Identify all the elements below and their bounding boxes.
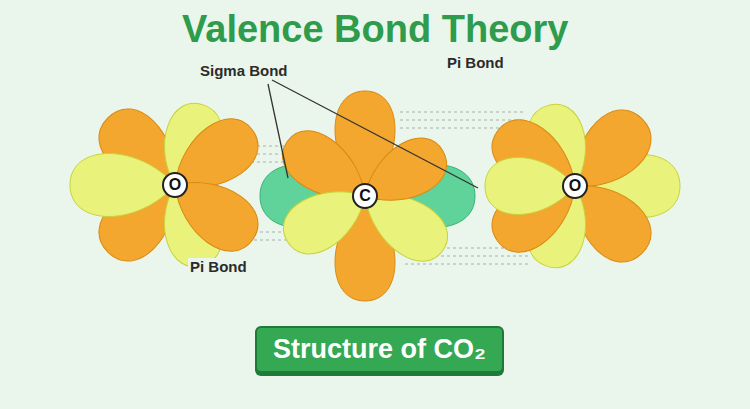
- orbital-lobe: [70, 154, 175, 217]
- title: Valence Bond Theory: [182, 8, 568, 51]
- caption-box: Structure of CO₂: [255, 326, 504, 373]
- atom-circle: O: [562, 173, 588, 199]
- atom-symbol: O: [169, 176, 181, 194]
- bond-label: Pi Bond: [445, 54, 506, 71]
- orbital-lobe: [352, 128, 457, 220]
- bond-label: Sigma Bond: [198, 62, 290, 79]
- leader-lines: [268, 80, 478, 188]
- atom-circle: O: [162, 172, 188, 198]
- caption: Structure of CO₂: [273, 334, 486, 364]
- orbital-lobe: [274, 173, 379, 265]
- bond-label: Pi Bond: [188, 258, 249, 275]
- atom-symbol: O: [569, 177, 581, 195]
- atom-circle: C: [352, 183, 378, 209]
- orbital-lobe: [159, 162, 270, 263]
- atom-symbol: C: [359, 187, 371, 205]
